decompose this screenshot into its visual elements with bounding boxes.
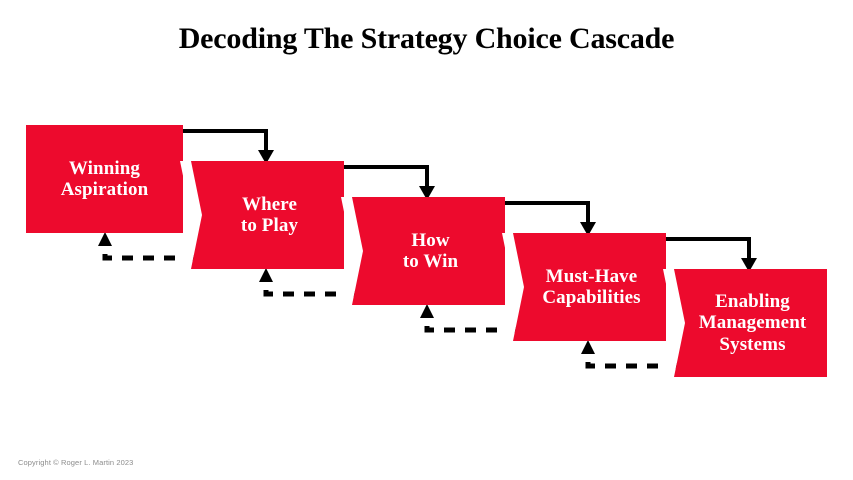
page-title: Decoding The Strategy Choice Cascade xyxy=(178,22,675,55)
box-enabling-management-systems[interactable] xyxy=(674,269,827,377)
arrowhead-1-2 xyxy=(258,150,274,164)
copyright-notice: Copyright © Roger L. Martin 2023 xyxy=(18,458,134,467)
arrowhead-3-4 xyxy=(580,222,596,236)
feedback-arrowhead-3-2 xyxy=(259,268,273,282)
feedback-5-4 xyxy=(585,352,679,369)
feedback-arrowhead-4-3 xyxy=(420,304,434,318)
feedback-2-1 xyxy=(102,244,196,261)
box-winning-aspiration[interactable] xyxy=(26,125,183,233)
box-must-have-capabilities-group xyxy=(502,233,666,341)
box-where-to-play[interactable] xyxy=(191,161,344,269)
box-how-to-win[interactable] xyxy=(352,197,505,305)
arrow-4-5 xyxy=(661,237,751,260)
arrow-1-2 xyxy=(178,129,268,152)
box-enabling-management-systems-group xyxy=(663,269,827,377)
feedback-arrowhead-2-1 xyxy=(98,232,112,246)
box-how-to-win-group xyxy=(341,197,505,305)
forward-arrowheads-group xyxy=(258,150,757,272)
arrowhead-4-5 xyxy=(741,258,757,272)
box-where-to-play-group xyxy=(180,161,344,269)
arrowhead-2-3 xyxy=(419,186,435,200)
feedback-4-3 xyxy=(424,316,518,333)
feedback-arrows-group xyxy=(102,244,679,369)
feedback-3-2 xyxy=(263,280,357,297)
arrow-2-3 xyxy=(339,165,429,188)
forward-arrows-group xyxy=(178,129,751,260)
arrow-3-4 xyxy=(500,201,590,224)
box-must-have-capabilities[interactable] xyxy=(513,233,666,341)
feedback-arrowheads-group xyxy=(98,232,595,354)
feedback-arrowhead-5-4 xyxy=(581,340,595,354)
